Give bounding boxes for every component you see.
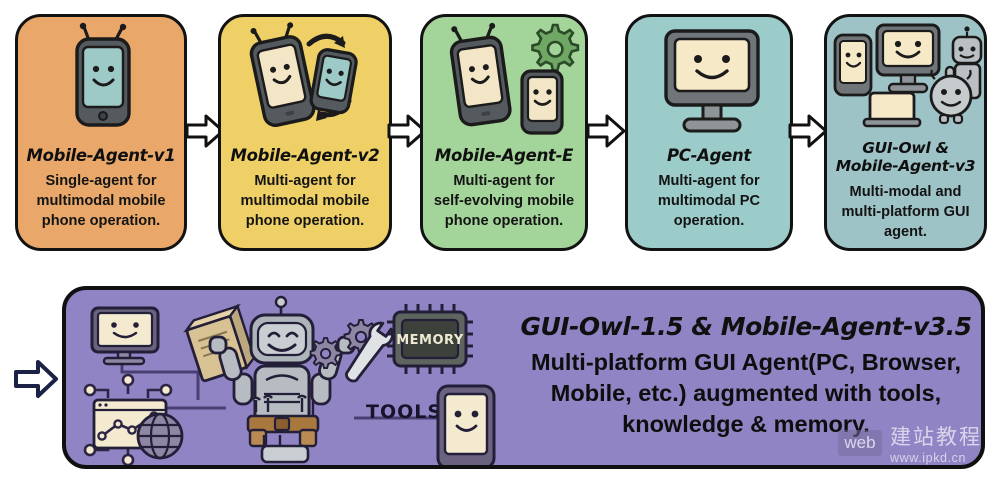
card-art-svg [249, 22, 358, 127]
right-block-arrow-icon [586, 114, 626, 148]
connection-lines [120, 360, 438, 420]
flow-arrow-1 [184, 111, 226, 151]
globe-icon [136, 412, 184, 460]
smartphone-smiley-icon [75, 22, 131, 127]
timeline-card-pc-agent: PC-Agent Multi-agent for multimodal PC o… [625, 14, 793, 251]
smartphone-small-smiley-icon [309, 48, 358, 115]
timeline-card-gui-owl-mobile-agent-v3: GUI-Owl & Mobile-Agent-v3 Multi-modal an… [824, 14, 987, 251]
bottom-panel: TOOLS MEMORY [62, 286, 985, 469]
card-title: GUI-Owl & Mobile-Agent-v3 [835, 139, 976, 175]
card-art [827, 17, 984, 137]
right-block-arrow-icon [14, 360, 58, 398]
smartphone-smiley-icon [833, 33, 873, 97]
robot-icon [208, 295, 356, 464]
card-art-svg [449, 22, 580, 135]
smartphone-smiley-icon [436, 384, 496, 465]
watermark-site-name: 建站教程 [890, 425, 982, 449]
flow-arrow-4 [787, 111, 829, 151]
bottom-panel-heading: GUI-Owl-1.5 & Mobile-Agent-v3.5 [520, 312, 972, 341]
bottom-panel-text: GUI-Owl-1.5 & Mobile-Agent-v3.5 Multi-pl… [506, 298, 981, 465]
timeline-card-mobile-agent-e: Mobile-Agent-E Multi-agent for self-evol… [420, 14, 588, 251]
timeline-card-mobile-agent-v2: Mobile-Agent-v2 Multi-agent for multimod… [218, 14, 392, 251]
card-art-svg [833, 23, 983, 128]
card-title: PC-Agent [666, 146, 752, 165]
card-art [423, 17, 585, 145]
flow-arrow-2 [386, 111, 428, 151]
desktop-monitor-smiley-icon [664, 29, 760, 133]
timeline-card-mobile-agent-v1: Mobile-Agent-v1 Single-agent for multimo… [15, 14, 187, 251]
right-block-arrow-icon [185, 114, 225, 148]
bottom-panel-entry-arrow [12, 355, 60, 403]
card-title: Mobile-Agent-E [434, 146, 574, 165]
gear-icon [531, 23, 580, 72]
bottom-panel-body: Multi-platform GUI Agent(PC, Browser, Mo… [531, 349, 961, 437]
smartphone-small-smiley-icon [520, 69, 564, 135]
card-description: Multi-agent for multimodal mobile phone … [240, 173, 370, 229]
card-description: Multi-agent for self-evolving mobile pho… [433, 173, 575, 229]
flow-arrow-3 [585, 111, 627, 151]
card-art [628, 17, 790, 145]
bottom-panel-illustration: TOOLS MEMORY [66, 290, 506, 465]
desktop-monitor-smiley-icon [875, 23, 941, 94]
card-art [18, 17, 184, 145]
laptop-icon [862, 91, 922, 128]
watermark: web 建站教程 www.ipkd.cn [838, 424, 998, 476]
card-art [221, 17, 389, 145]
smartphone-smiley-icon [449, 22, 512, 127]
desktop-monitor-smiley-icon [90, 306, 160, 366]
right-block-arrow-icon [387, 114, 427, 148]
watermark-badge: web [838, 430, 882, 456]
card-description: Multi-agent for multimodal PC operation. [657, 173, 761, 229]
card-description: Multi-modal and multi-platform GUI agent… [841, 184, 970, 240]
robot-small-icon [929, 69, 973, 125]
memory-label: MEMORY [396, 333, 464, 348]
watermark-url: www.ipkd.cn [890, 451, 967, 465]
tools-label: TOOLS [366, 401, 442, 423]
toolbelt-icon [246, 394, 320, 464]
memory-chip-icon: MEMORY [387, 304, 473, 374]
right-block-arrow-icon [788, 114, 828, 148]
card-title: Mobile-Agent-v1 [26, 146, 176, 165]
card-title: Mobile-Agent-v2 [230, 146, 380, 165]
panel-art-svg: TOOLS MEMORY [83, 295, 496, 465]
smartphone-smiley-icon [249, 22, 316, 127]
card-description: Single-agent for multimodal mobile phone… [36, 173, 166, 229]
